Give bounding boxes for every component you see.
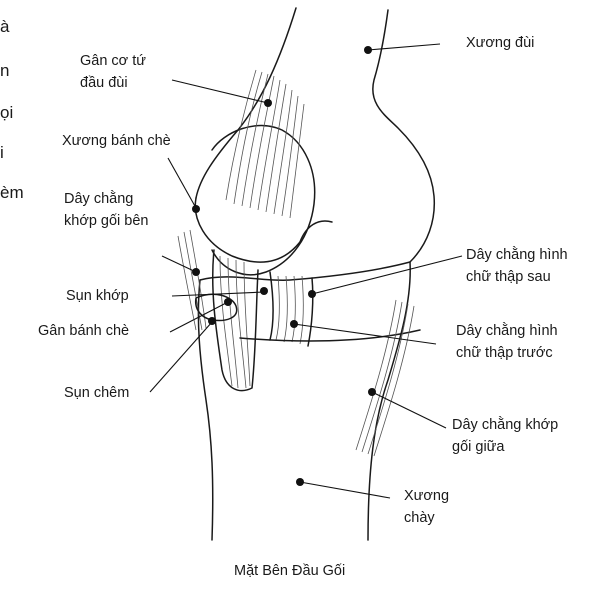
patella-outline bbox=[212, 126, 315, 275]
edge-fragment: i bbox=[0, 140, 4, 165]
label-femur: Xương đùi bbox=[466, 32, 534, 54]
label-articular-cartilage: Sụn khớp bbox=[66, 285, 129, 307]
edge-fragment: èm bbox=[0, 180, 24, 205]
label-quadriceps-tendon: Gân cơ tứ đầu đùi bbox=[80, 50, 146, 94]
cruciate-ligament-outline bbox=[270, 272, 273, 340]
label-lateral-collateral-ligament: Dây chằng khớp gối bên bbox=[64, 188, 149, 232]
patellar-tendon-fibers bbox=[220, 256, 250, 388]
label-medial-collateral-ligament: Dây chằng khớp gối giữa bbox=[452, 414, 558, 458]
marker-dots bbox=[192, 46, 376, 486]
edge-fragment: n bbox=[0, 58, 9, 83]
label-tibia: Xương chày bbox=[404, 485, 449, 529]
edge-fragment: ọi bbox=[0, 100, 13, 125]
label-patellar-tendon: Gân bánh chè bbox=[38, 320, 129, 342]
medial-collateral-fibers bbox=[356, 300, 414, 456]
label-posterior-cruciate-ligament: Dây chằng hình chữ thập sau bbox=[466, 244, 568, 288]
edge-fragment: à bbox=[0, 14, 9, 39]
label-meniscus: Sụn chêm bbox=[64, 382, 129, 404]
quadriceps-fibers bbox=[226, 70, 304, 218]
label-patella: Xương bánh chè bbox=[62, 130, 171, 152]
diagram-caption: Mặt Bên Đầu Gối bbox=[234, 560, 345, 582]
label-anterior-cruciate-ligament: Dây chằng hình chữ thập trước bbox=[456, 320, 558, 364]
cruciate-fibers bbox=[276, 276, 303, 344]
